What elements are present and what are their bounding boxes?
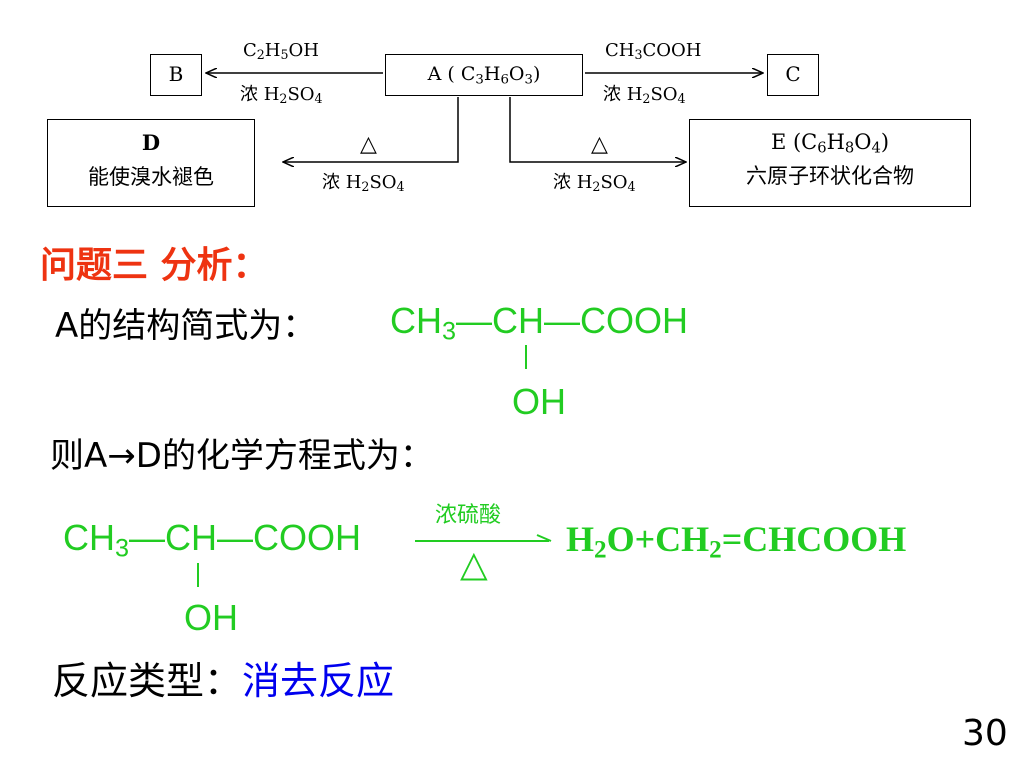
box-b: B (150, 54, 202, 96)
box-c: C (767, 54, 819, 96)
arrow-ae-heat-icon: △ (591, 132, 608, 157)
arrow-a-to-d (283, 97, 459, 162)
box-c-label: C (785, 62, 801, 86)
arrow-ac-catalyst: 浓 H2SO4 (603, 84, 686, 107)
arrow-ab-reagent: C2H5OH (243, 40, 319, 63)
box-a-label: A ( C3H6O3) (427, 63, 541, 88)
page-number: 30 (962, 713, 1008, 754)
box-a: A ( C3H6O3) (385, 54, 583, 96)
reaction-type-label: 反应类型： (52, 659, 243, 703)
reaction-type: 反应类型：消去反应 (52, 650, 394, 705)
equation-arrow-icon (415, 534, 552, 542)
structural-formula: CH3—CH—COOH (390, 300, 689, 346)
diagram-arrows (0, 0, 1024, 220)
structure-label: A的结构简式为： (55, 306, 317, 346)
box-b-label: B (168, 62, 184, 86)
arrow-a-to-e (509, 97, 686, 162)
box-d-description: 能使溴水褪色 (88, 165, 214, 189)
arrow-ac-reagent: CH3COOH (605, 40, 702, 63)
box-e-title: E (C6H8O4) (770, 130, 890, 157)
equation-label: 则A→D的化学方程式为： (50, 436, 434, 476)
equation-reactant: CH3—CH—COOH (63, 517, 362, 563)
equation-products: H2O+CH2=CHCOOH (566, 519, 907, 564)
equation-bond-line (197, 563, 199, 587)
arrow-ad-heat-icon: △ (360, 132, 377, 157)
reaction-type-value: 消去反应 (242, 659, 395, 703)
box-e-description: 六原子环状化合物 (746, 164, 914, 188)
box-d: D 能使溴水褪色 (47, 119, 255, 207)
equation-oh: OH (184, 597, 238, 638)
section-heading: 问题三 分析： (40, 245, 269, 286)
equation-heat-icon: △ (460, 544, 488, 585)
formula-oh: OH (512, 381, 566, 422)
arrow-ae-catalyst: 浓 H2SO4 (553, 172, 636, 195)
arrow-ab-catalyst: 浓 H2SO4 (240, 84, 323, 107)
arrow-ad-catalyst: 浓 H2SO4 (322, 172, 405, 195)
formula-bond-line (525, 345, 527, 369)
box-e: E (C6H8O4) 六原子环状化合物 (689, 119, 971, 207)
equation-catalyst: 浓硫酸 (435, 503, 502, 528)
box-d-title: D (141, 130, 161, 155)
